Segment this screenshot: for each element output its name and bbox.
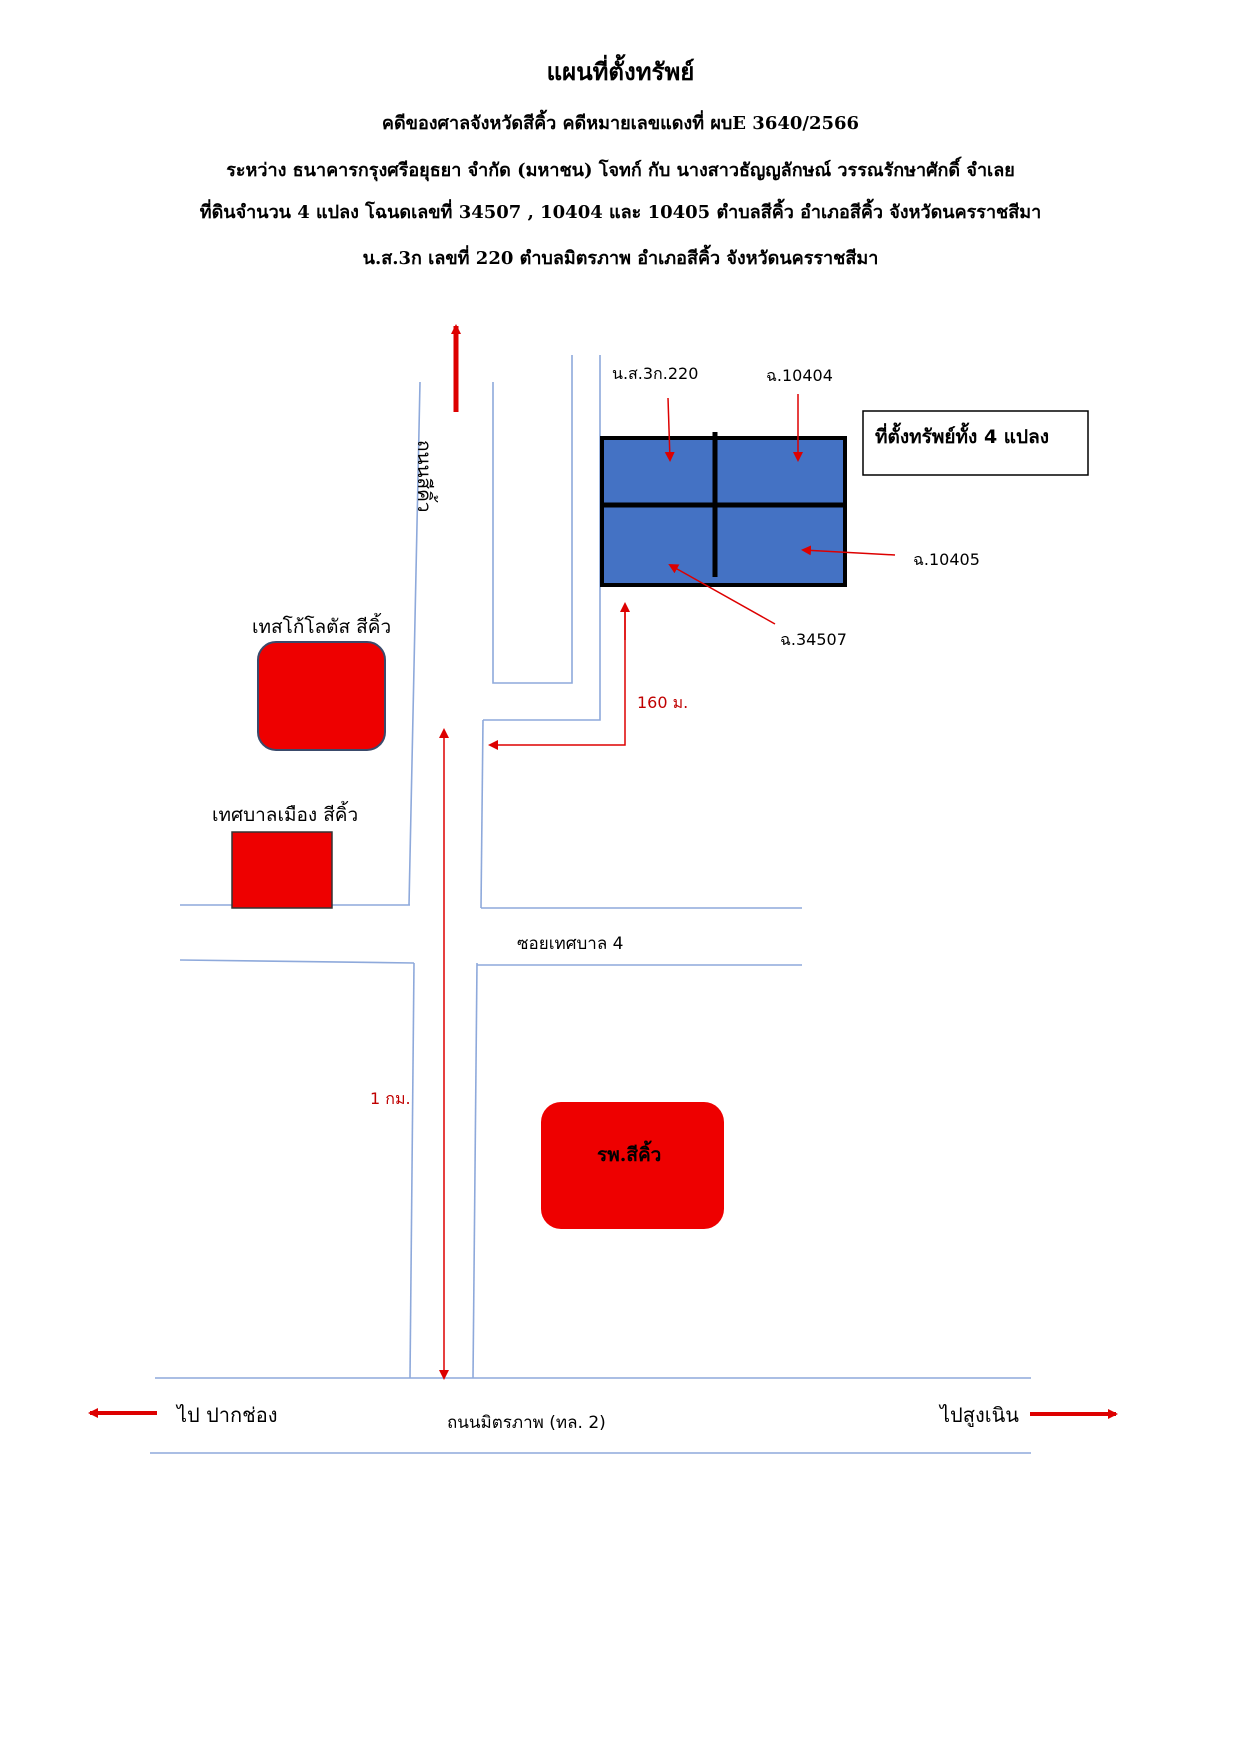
p34507-pointer-arrow <box>668 564 776 625</box>
road-lines <box>150 355 1031 1454</box>
hospital-marker <box>541 1102 724 1229</box>
right-direction-label: ไปสูงเนิน <box>940 1403 1019 1427</box>
vertical-road-left-edge <box>408 381 421 906</box>
hospital-label: รพ.สีคิ้ว <box>597 1144 662 1166</box>
parcel-block-fill <box>600 436 847 587</box>
side-street-left-edge <box>492 355 573 684</box>
municipality-marker <box>231 831 333 909</box>
map-title: แผนที่ตั้งทรัพย์ <box>546 57 695 86</box>
left-direction-label: ไป ปากช่อง <box>177 1403 278 1427</box>
property-location-box <box>862 410 1089 476</box>
main-road-label: ถนนมิตรภาพ (ทล. 2) <box>447 1413 606 1433</box>
soi-south-edge-west <box>179 959 415 964</box>
municipality-label: เทศบาลเมือง สีคิ้ว <box>212 804 359 826</box>
parcel-ns3k-label: น.ส.3ก.220 <box>612 364 699 383</box>
tesco-lotus-marker <box>257 641 386 751</box>
property-location-label: ที่ตั้งทรัพย์ทั้ง 4 แปลง <box>875 426 1050 448</box>
parcel-10404-label: ฉ.10404 <box>766 366 833 385</box>
vertical-road-label: ถนนสีคิ้ว <box>413 440 435 513</box>
soi-label: ซอยเทศบาล 4 <box>517 934 624 954</box>
case-info: คดีของศาลจังหวัดสีคิ้ว คดีหมายเลขแดงที่ … <box>381 113 860 134</box>
distance-160m-arrow <box>488 604 626 750</box>
vertical-road-right-edge <box>480 719 484 909</box>
p10405-pointer-arrow <box>801 545 896 556</box>
distance-160m-label: 160 ม. <box>637 693 689 712</box>
tesco-lotus-label: เทสโก้โลตัส สีคิ้ว <box>252 616 392 638</box>
parcel-block <box>600 432 847 587</box>
vertical-road-left-edge-lower <box>409 962 415 1379</box>
parcel-10405-label: ฉ.10405 <box>913 550 980 569</box>
distance-1km-label: 1 กม. <box>370 1089 411 1108</box>
side-street-right-edge <box>483 355 601 721</box>
vertical-road-right-edge-lower <box>472 962 478 1379</box>
ns3k-pointer-arrow <box>664 397 675 462</box>
parties-info: ระหว่าง ธนาคารกรุงศรีอยุธยา จำกัด (มหาชน… <box>226 160 1015 181</box>
ns3k-info: น.ส.3ก เลขที่ 220 ตำบลมิตรภาพ อำเภอสีคิ้… <box>362 248 879 269</box>
land-deeds-info: ที่ดินจำนวน 4 แปลง โฉนดเลขที่ 34507 , 10… <box>199 202 1042 223</box>
parcel-34507-label: ฉ.34507 <box>780 630 847 649</box>
